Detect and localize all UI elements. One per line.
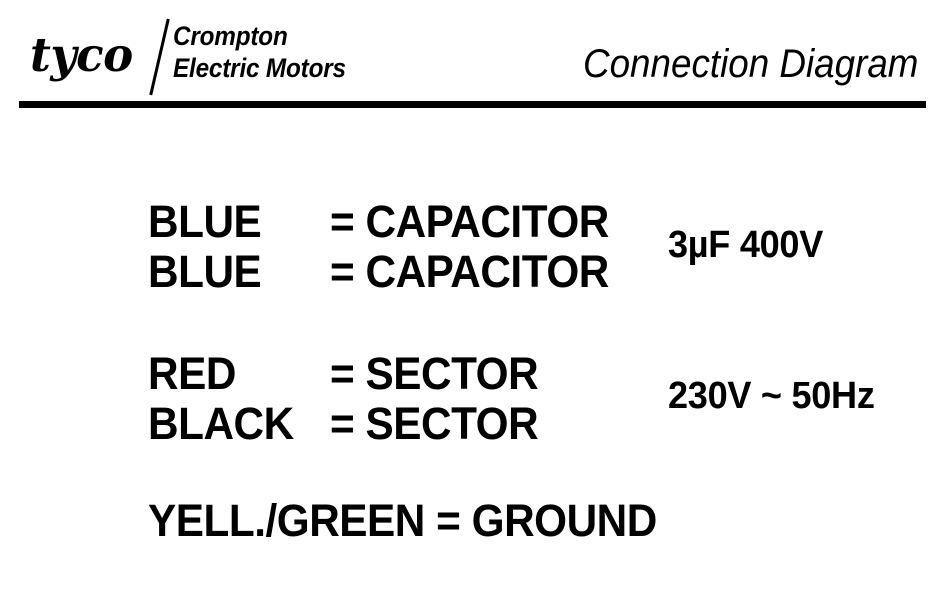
terminal-label-sector-1: = SECTOR bbox=[330, 348, 539, 399]
supply-spec: 230V ~ 50Hz bbox=[668, 375, 875, 417]
brand-line-1: Crompton bbox=[173, 21, 288, 51]
terminal-label-capacitor-1: = CAPACITOR bbox=[330, 196, 609, 247]
brand-lockup: tyco Crompton Electric Motors bbox=[30, 18, 365, 94]
tyco-logo: tyco bbox=[30, 28, 133, 83]
page-title: Connection Diagram bbox=[583, 42, 919, 86]
brand-line-2: Electric Motors bbox=[173, 52, 346, 83]
wire-label-red: RED bbox=[148, 348, 236, 399]
wire-label-blue-2: BLUE bbox=[148, 246, 262, 297]
wire-label-black: BLACK bbox=[148, 398, 294, 449]
terminal-label-capacitor-2: = CAPACITOR bbox=[330, 246, 609, 297]
slash-icon bbox=[141, 18, 171, 96]
header-divider bbox=[19, 101, 926, 108]
terminal-label-sector-2: = SECTOR bbox=[330, 398, 539, 449]
ground-row: YELL./GREEN = GROUND bbox=[148, 495, 657, 546]
capacitor-spec: 3µF 400V bbox=[668, 224, 823, 266]
document-header: tyco Crompton Electric Motors Connection… bbox=[0, 0, 945, 110]
brand-sublabel: Crompton Electric Motors bbox=[173, 18, 346, 84]
wire-label-blue-1: BLUE bbox=[148, 196, 262, 247]
wiring-legend: BLUE = CAPACITOR BLUE = CAPACITOR 3µF 40… bbox=[0, 110, 945, 609]
